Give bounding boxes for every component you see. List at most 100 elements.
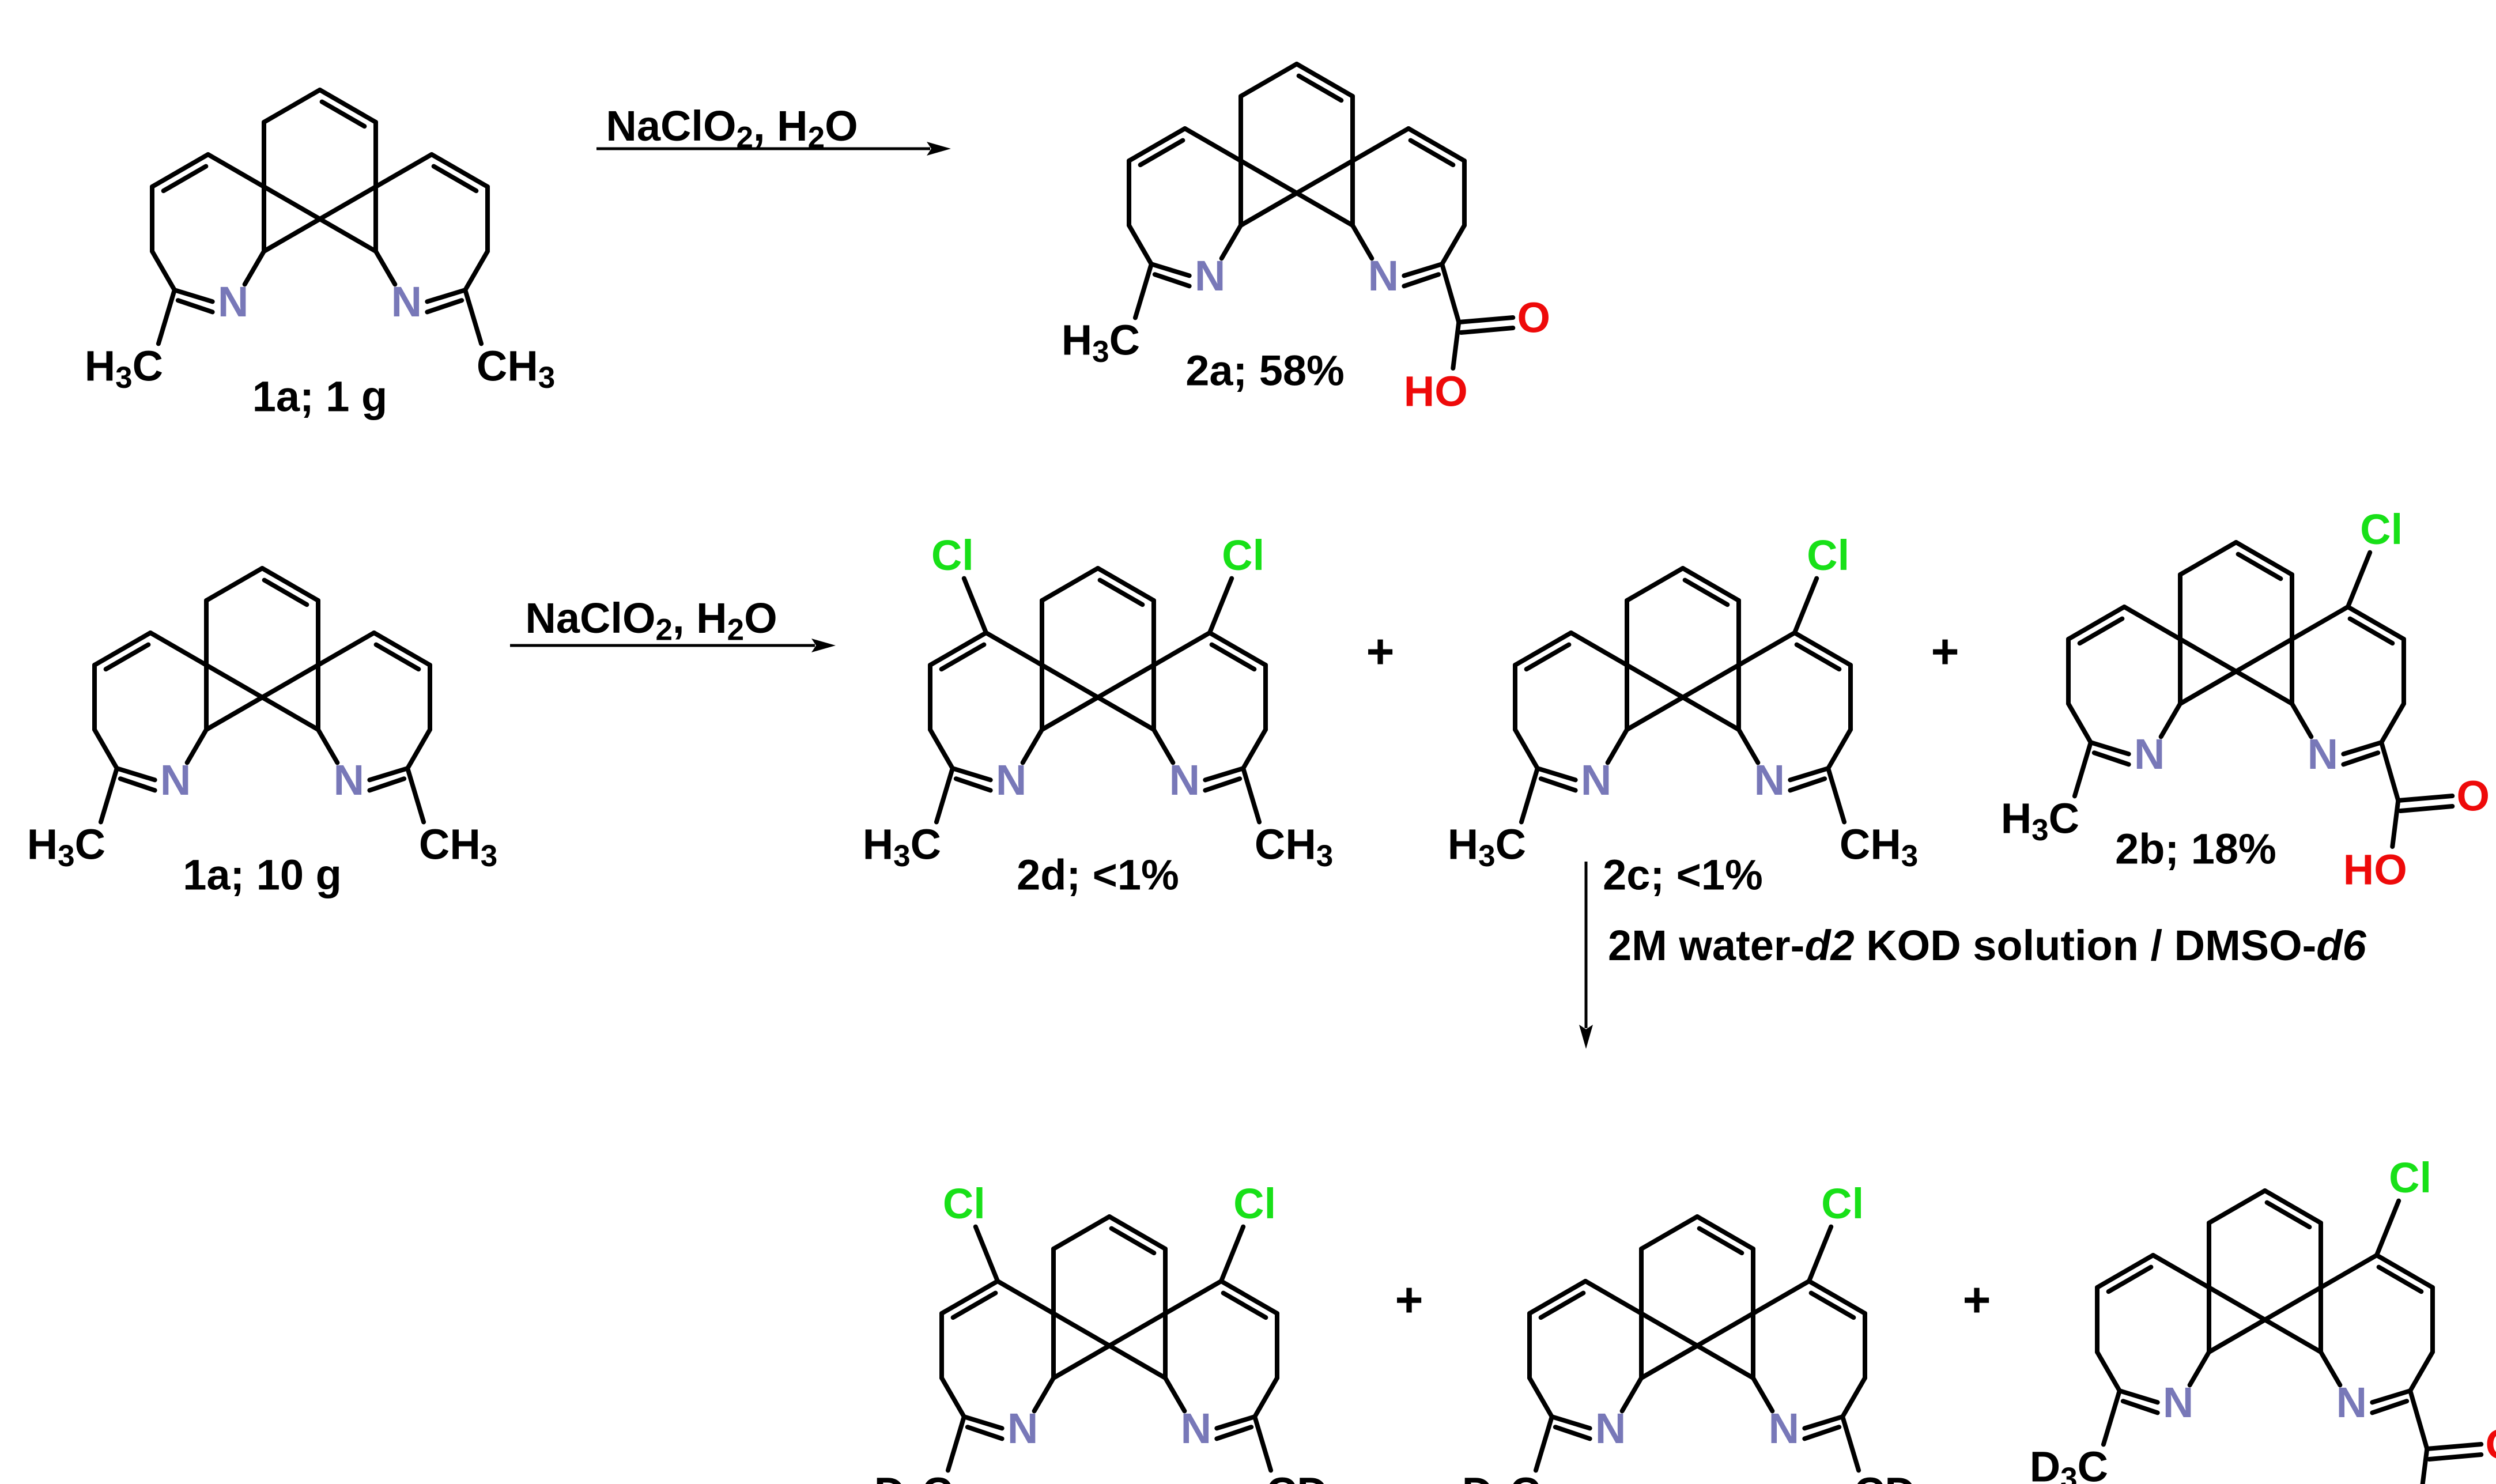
bond-line xyxy=(961,576,989,635)
bond-line xyxy=(103,642,151,672)
bond-line xyxy=(2091,750,2131,767)
bond-line xyxy=(1162,1376,1187,1414)
bond-line xyxy=(1619,1376,1644,1414)
bond-line xyxy=(260,695,320,732)
bond-line xyxy=(1219,223,1244,261)
bond-line xyxy=(1840,1376,1867,1419)
bond-line xyxy=(2234,637,2294,674)
methyl-group: CH3​ xyxy=(419,820,497,873)
bond-line xyxy=(965,1425,1005,1441)
nitrogen-atom: N xyxy=(391,278,422,326)
bond-line xyxy=(92,727,119,771)
methyl-group: H3​C xyxy=(27,820,105,873)
bond-line xyxy=(1802,1414,1845,1431)
reagents-top: NaClO2​, H2​O xyxy=(606,102,858,155)
methyl-group: H3​C xyxy=(1062,316,1140,369)
arrow-head xyxy=(811,639,836,652)
bond-line xyxy=(1238,191,1299,228)
bond-line xyxy=(2066,605,2127,641)
bond-line xyxy=(373,249,398,287)
bond-line xyxy=(1695,1311,1755,1348)
bond-line xyxy=(1214,1414,1258,1431)
nitrogen-atom: N xyxy=(1169,756,1200,804)
nitrogen-atom: N xyxy=(1754,756,1785,804)
bond-line xyxy=(1296,73,1344,103)
bond-line xyxy=(98,766,119,825)
bond-line xyxy=(1527,1376,1554,1419)
bond-line xyxy=(1808,1290,1856,1320)
bond-line xyxy=(1238,62,1299,99)
deuteration-conditions: 2M water-d2 KOD solution / DMSO-d6 xyxy=(1608,922,2366,969)
methyl-group: CH3​ xyxy=(1255,820,1333,873)
bond-line xyxy=(1681,663,1741,700)
nitrogen-atom: N xyxy=(1181,1404,1211,1452)
bond-line xyxy=(2376,1264,2424,1294)
bond-line xyxy=(2077,616,2125,646)
bond-line xyxy=(315,630,376,667)
chlorine-atom: Cl xyxy=(1222,531,1264,579)
bond-line xyxy=(1051,1343,1112,1380)
bond-line xyxy=(371,630,432,667)
bond-line xyxy=(315,727,340,765)
bond-line xyxy=(1681,566,1741,603)
trideuteromethyl-group: D3​C xyxy=(874,1468,953,1484)
bond-line xyxy=(1051,1311,1112,1348)
bond-line xyxy=(2236,552,2283,581)
bond-line xyxy=(1350,126,1411,163)
bond-line xyxy=(2117,1388,2160,1405)
compound-label: 2a; 58% xyxy=(1185,347,1345,395)
carbonyl-oxygen-atom: O xyxy=(2457,772,2490,820)
bond-line xyxy=(425,288,468,304)
bond-line xyxy=(1553,1425,1592,1441)
bond-line xyxy=(148,630,209,667)
bond-line xyxy=(1107,1343,1168,1380)
bond-line xyxy=(2427,1452,2484,1462)
nitrogen-atom: N xyxy=(2308,730,2338,778)
bond-line xyxy=(1533,1414,1554,1473)
bond-line xyxy=(995,1279,1056,1316)
bond-line xyxy=(2370,1388,2413,1405)
bond-line xyxy=(92,630,153,667)
methyl-group: H3​C xyxy=(1448,820,1526,873)
bond-line xyxy=(1524,642,1572,672)
bond-line xyxy=(2263,1285,2323,1322)
bond-line xyxy=(1051,1214,1112,1251)
bond-line xyxy=(150,249,177,293)
bond-line xyxy=(2289,605,2350,641)
bond-line xyxy=(961,1414,1005,1431)
bond-line xyxy=(2345,550,2373,609)
trideuteromethyl-group: CD3​ xyxy=(1266,1468,1345,1484)
bond-line xyxy=(2234,669,2294,706)
bond-line xyxy=(1203,766,1246,783)
nitrogen-atom: N xyxy=(2134,730,2165,778)
bond-line xyxy=(1451,320,1462,371)
bond-line xyxy=(928,727,955,771)
bond-line xyxy=(2072,740,2093,799)
bond-line xyxy=(1519,766,1540,825)
bond-line xyxy=(204,695,265,732)
bond-line xyxy=(1682,577,1730,607)
bond-line xyxy=(2122,605,2183,641)
bond-line xyxy=(373,152,434,189)
bond-line xyxy=(1252,1376,1279,1419)
bond-line xyxy=(184,727,209,765)
bond-line xyxy=(118,776,157,793)
compound-label: 2b; 18% xyxy=(2115,825,2276,873)
plus-sign: + xyxy=(1962,1272,1991,1327)
compound-label: 1a; 1 g xyxy=(252,373,387,421)
bond-line xyxy=(2101,1388,2122,1447)
bond-line xyxy=(1639,1214,1700,1251)
nitrogen-atom: N xyxy=(1007,1404,1038,1452)
bond-line xyxy=(319,99,367,129)
bond-line xyxy=(2345,605,2406,641)
bond-line xyxy=(260,566,320,603)
bond-line xyxy=(1132,262,1154,320)
bond-line xyxy=(1440,262,1462,324)
bond-line xyxy=(262,217,322,254)
